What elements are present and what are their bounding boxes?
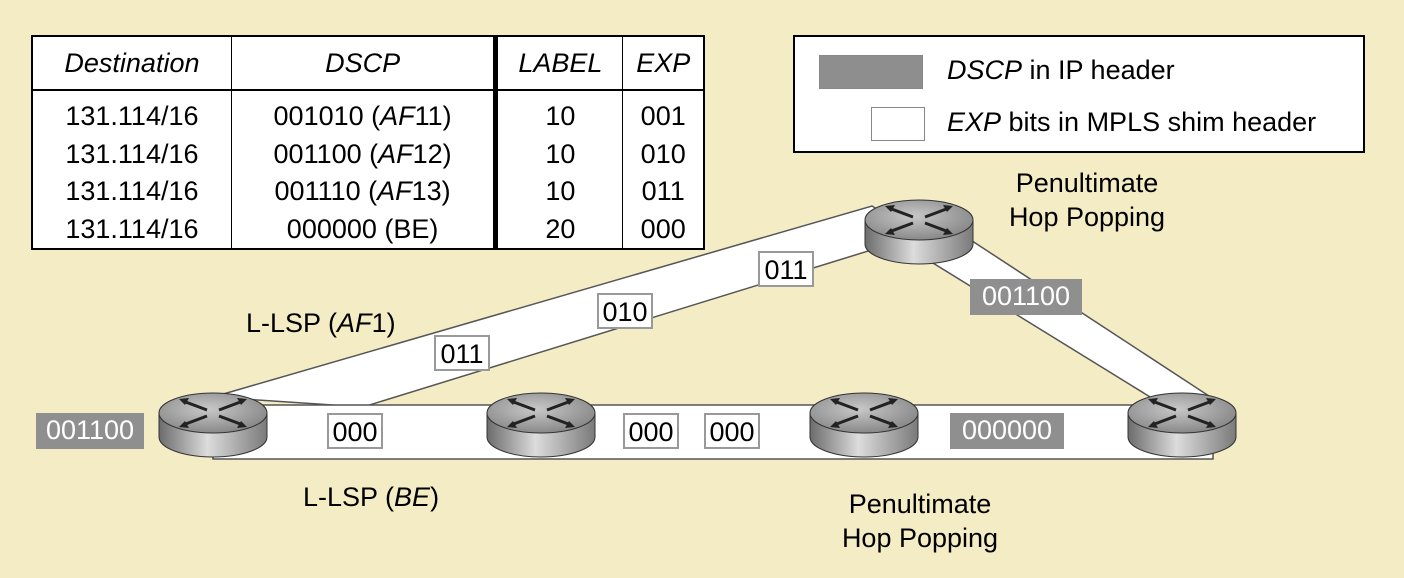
table-row: 131.114/16 001110 (AF13) 10 011 — [31, 172, 705, 211]
exp-tag: 000 — [704, 413, 760, 449]
penultimate-label-top: Penultimate Hop Popping — [1008, 168, 1166, 232]
col-destination: Destination — [31, 36, 232, 91]
cell-label: 10 — [495, 90, 624, 135]
router-icon — [157, 391, 269, 459]
cell-dscp: 001010 (AF11) — [230, 90, 499, 135]
legend-exp-swatch — [871, 107, 925, 141]
egress-pipe — [918, 232, 1214, 409]
cell-label: 10 — [495, 134, 624, 173]
cell-destination: 131.114/16 — [31, 90, 232, 135]
legend-dscp-swatch — [819, 55, 923, 89]
exp-tag: 000 — [623, 413, 679, 449]
exp-tag: 011 — [758, 251, 814, 287]
dscp-tag: 001100 — [36, 413, 144, 449]
llsp-af-label: L-LSP (AF1) — [246, 308, 396, 338]
col-exp: EXP — [622, 36, 705, 91]
legend-exp-text: EXP bits in MPLS shim header — [947, 107, 1317, 137]
penultimate-label-bottom: Penultimate Hop Popping — [841, 489, 999, 553]
col-dscp: DSCP — [230, 36, 499, 91]
table-row: 131.114/16 000000 (BE) 20 000 — [31, 210, 705, 249]
cell-exp: 001 — [622, 90, 705, 135]
table-row: 131.114/16 001010 (AF11) 10 001 — [31, 90, 705, 135]
cell-exp: 011 — [622, 172, 705, 211]
table-row: 131.114/16 001100 (AF12) 10 010 — [31, 134, 705, 173]
exp-tag: 011 — [434, 335, 490, 371]
router-icon — [863, 198, 975, 266]
cell-destination: 131.114/16 — [31, 210, 232, 249]
cell-label: 10 — [495, 172, 624, 211]
legend-dscp-text: DSCP in IP header — [947, 55, 1175, 85]
cell-label: 20 — [495, 210, 624, 249]
routing-table: Destination DSCP LABEL EXP 131.114/16 00… — [31, 35, 705, 250]
dscp-tag: 000000 — [950, 413, 1064, 449]
llsp-be-label: L-LSP (BE) — [303, 482, 440, 512]
router-icon — [808, 391, 920, 459]
cell-destination: 131.114/16 — [31, 134, 232, 173]
cell-exp: 010 — [622, 134, 705, 173]
exp-tag: 010 — [597, 293, 653, 329]
legend: DSCP in IP header EXP bits in MPLS shim … — [793, 35, 1365, 153]
cell-exp: 000 — [622, 210, 705, 249]
cell-dscp: 001110 (AF13) — [230, 172, 499, 211]
col-label: LABEL — [495, 36, 624, 91]
router-icon — [1126, 391, 1238, 459]
cell-destination: 131.114/16 — [31, 172, 232, 211]
exp-tag: 000 — [327, 413, 383, 449]
dscp-tag: 001100 — [970, 279, 1082, 315]
cell-dscp: 000000 (BE) — [230, 210, 499, 249]
cell-dscp: 001100 (AF12) — [230, 134, 499, 173]
router-icon — [485, 391, 597, 459]
